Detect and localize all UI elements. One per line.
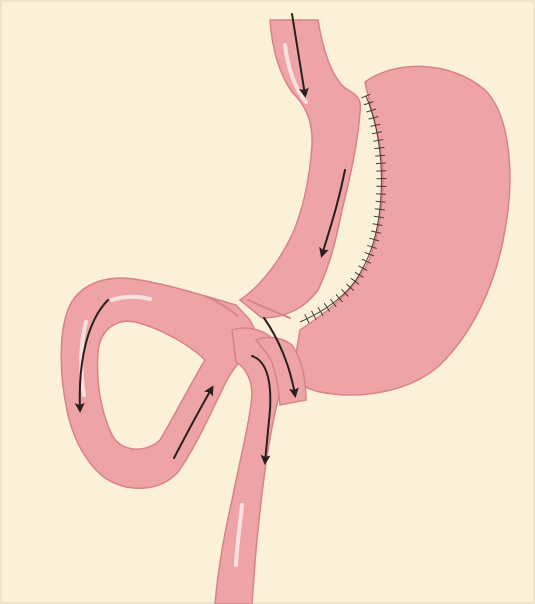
staple-tick: [376, 163, 386, 164]
staple-tick: [376, 194, 386, 195]
